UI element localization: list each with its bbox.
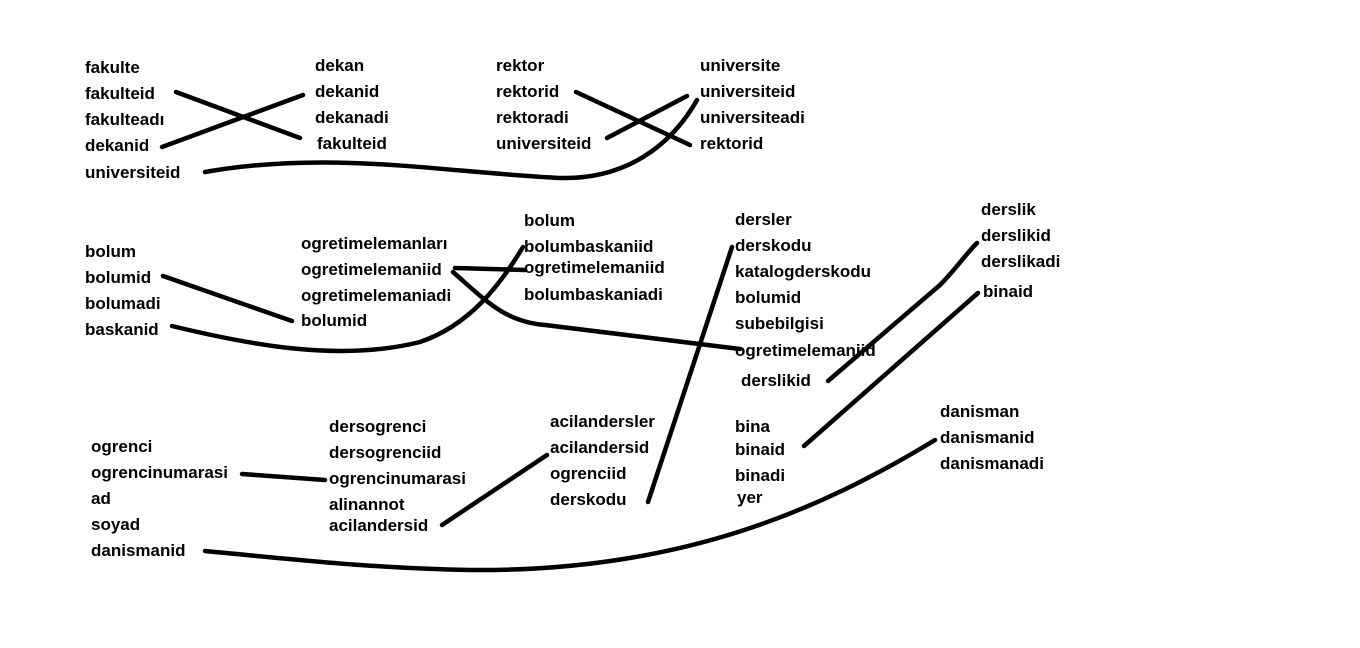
bina-field-binaid: binaid (735, 440, 786, 459)
universite-field-rektorid: rektorid (700, 134, 764, 153)
bina-field-yer: yer (737, 488, 763, 507)
bolumbaskani-field-bolumbaskaniadi: bolumbaskaniadi (524, 285, 663, 304)
dersler-field-derskodu: derskodu (735, 236, 812, 255)
ogretimelemanlari-field-bolumid: bolumid (301, 311, 368, 330)
dersogrenci-field-ogrencinumarasi: ogrencinumarasi (329, 469, 466, 488)
dersler-field-bolumid: bolumid (735, 288, 802, 307)
dersler-field-ogretimelemaniid: ogretimelemaniid (735, 341, 876, 360)
acilandersler-field-acilandersid: acilandersid (550, 438, 650, 457)
bolum-field-baskanid: baskanid (85, 320, 159, 339)
link-binaid-to-derslik (801, 290, 981, 449)
universite-field-universiteadi: universiteadi (700, 108, 805, 127)
rektor-field-rektorid: rektorid (496, 82, 560, 101)
bolumbaskani-field-ogretimelemaniid: ogretimelemaniid (524, 258, 665, 277)
ogretimelemanlari-field-ogretimelemaniadi: ogretimelemaniadi (301, 286, 452, 305)
ogrenci-field-ad: ad (91, 489, 111, 508)
link-universiteid-to-universite (202, 97, 700, 181)
bina-table-title: bina (735, 417, 770, 436)
danisman-field-danismanid: danismanid (940, 428, 1035, 447)
dersogrenci-field-acilandersid: acilandersid (329, 516, 429, 535)
bolum-table-title: bolum (85, 242, 136, 261)
acilandersler-field-derskodu: derskodu (550, 490, 627, 509)
bolum-field-bolumadi: bolumadi (85, 294, 161, 313)
ogrenci-field-ogrencinumarasi: ogrencinumarasi (91, 463, 228, 482)
fakulte-field-fakulteadi: fakulteadı (85, 110, 165, 129)
bolum-field-bolumid: bolumid (85, 268, 152, 287)
universite-table-title: universite (700, 56, 781, 75)
dersler-field-subebilgisi: subebilgisi (735, 314, 824, 333)
ogrenci-field-danismanid: danismanid (91, 541, 186, 560)
derslik-field-derslikid: derslikid (981, 226, 1051, 245)
link-ogrencinumarasi-to-dersogrenci (239, 471, 328, 483)
link-rektorid-to-universite (573, 89, 693, 148)
bina-field-binadi: binadi (735, 466, 786, 485)
rektor-table-title: rektor (496, 56, 545, 75)
link-bolumid-to-ogretimelemanlari (160, 273, 295, 324)
link-derslikid-to-derslik (825, 240, 980, 384)
derslik-table-title: derslik (981, 200, 1036, 219)
ogretimelemanlari-table-title: ogretimelemanları (301, 234, 448, 253)
bolumbaskani-field-bolumbaskaniid: bolumbaskaniid (524, 237, 654, 256)
fakulte-field-universiteid: universiteid (85, 163, 181, 182)
acilandersler-field-ogrenciid: ogrenciid (550, 464, 627, 483)
link-rektor-universiteid-to-universite (604, 93, 690, 141)
link-dekanid-to-dekan (159, 92, 306, 150)
dersogrenci-field-alinannot: alinannot (329, 495, 405, 514)
dersler-field-katalogderskodu: katalogderskodu (735, 262, 872, 281)
acilandersler-table-title: acilandersler (550, 412, 655, 431)
fakulte-table-title: fakulte (85, 58, 140, 77)
fakulte-field-fakulteid: fakulteid (85, 84, 155, 103)
link-derskodu-to-dersler (645, 244, 735, 505)
dekan-field-dekanid: dekanid (315, 82, 380, 101)
dersogrenci-table-title: dersogrenci (329, 417, 427, 436)
rektor-field-universiteid: universiteid (496, 134, 592, 153)
derslik-field-derslikadi: derslikadi (981, 252, 1061, 271)
rektor-field-rektoradi: rektoradi (496, 108, 569, 127)
dersler-field-derslikid: derslikid (741, 371, 811, 390)
derslik-field-binaid: binaid (983, 282, 1034, 301)
fakulte-field-dekanid: dekanid (85, 136, 150, 155)
link-ogretimelemaniid-to-dersler (450, 269, 743, 352)
universite-field-universiteid: universiteid (700, 82, 796, 101)
link-acilandersid-to-acilandersler (439, 452, 550, 528)
ogretimelemanlari-field-ogretimelemaniid: ogretimelemaniid (301, 260, 442, 279)
link-baskanid-to-bolumbaskani (169, 244, 526, 354)
ogrenci-table-title: ogrenci (91, 437, 153, 456)
dekan-field-fakulteid: fakulteid (317, 134, 387, 153)
danisman-field-danismanadi: danismanadi (940, 454, 1044, 473)
bolumbaskani-table-title: bolum (524, 211, 575, 230)
link-danismanid-to-danisman (202, 437, 938, 573)
dekan-table-title: dekan (315, 56, 365, 75)
dersogrenci-field-dersogrenciid: dersogrenciid (329, 443, 442, 462)
link-ogretimelemaniid-to-bolumbaskani (452, 265, 528, 273)
dersler-table-title: dersler (735, 210, 792, 229)
danisman-table-title: danisman (940, 402, 1020, 421)
link-fakulteid-to-dekan (173, 89, 303, 141)
ogrenci-field-soyad: soyad (91, 515, 141, 534)
dekan-field-dekanadi: dekanadi (315, 108, 389, 127)
